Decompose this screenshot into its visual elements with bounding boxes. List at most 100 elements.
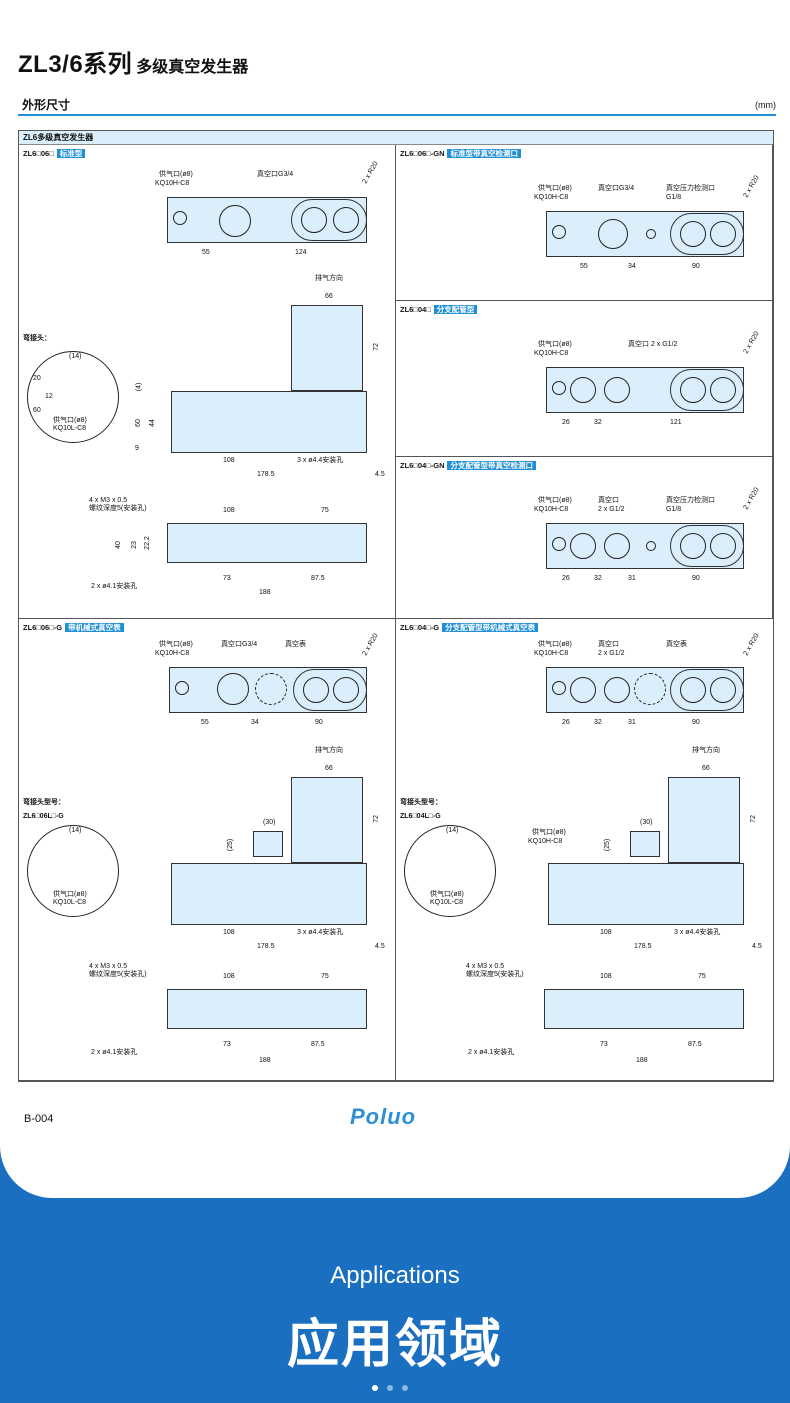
carousel-dot-1[interactable] — [372, 1385, 378, 1391]
bottom-holes-label: 2 x ø4.1安装孔 — [91, 1049, 138, 1056]
type-tag: 分支配管型带机械式真空表 — [442, 623, 539, 632]
mount-holes-label: 3 x ø4.4安装孔 — [297, 457, 344, 464]
brand-logo: Poluo — [350, 1104, 417, 1129]
vacuum-port-circle — [219, 205, 251, 237]
filter-circle-right — [710, 677, 736, 703]
dim-26: 26 — [562, 575, 570, 582]
supply-port-label: 供气口(ø8) — [538, 641, 572, 648]
type-tag: 分支配管型 — [433, 305, 478, 314]
cell-title: ZL6□04□分支配管型 — [400, 304, 478, 315]
dim-60-detail: 60 — [33, 407, 41, 414]
supply-port-circle — [175, 681, 189, 695]
carousel-dot-3[interactable] — [402, 1385, 408, 1391]
filter-circle-left — [680, 677, 706, 703]
dim-34: 34 — [628, 263, 636, 270]
unit-label: (mm) — [755, 100, 776, 110]
fitting-label: KQ10H-C8 — [534, 650, 569, 657]
dim-55: 55 — [580, 263, 588, 270]
detect-port-circle — [646, 229, 656, 239]
silencer-block — [291, 305, 363, 391]
dim-60: 60 — [134, 419, 142, 427]
dim-30: (30) — [640, 819, 653, 826]
screw-depth-label: 螺纹深度5(安装孔) — [89, 505, 147, 512]
vacuum-port-thread: 2 x G1/2 — [598, 506, 625, 513]
bottom-holes-label: 2 x ø4.1安装孔 — [91, 583, 138, 590]
dim-72: 72 — [372, 343, 380, 351]
filter-circle-left — [680, 377, 706, 403]
mount-holes-label: 3 x ø4.4安装孔 — [674, 929, 721, 936]
dim-188: 188 — [259, 1057, 271, 1064]
dim-188: 188 — [636, 1057, 648, 1064]
dim-87-5: 87.5 — [688, 1041, 702, 1048]
bottom-view-body — [167, 989, 367, 1029]
dim-66: 66 — [702, 765, 710, 772]
detect-thread-label: G1/8 — [666, 194, 682, 201]
dim-4-5: 4.5 — [375, 471, 385, 478]
dim-66: 66 — [325, 765, 333, 772]
exhaust-label: 排气方向 — [315, 275, 343, 282]
gauge-circle — [634, 673, 666, 705]
gauge-circle — [255, 673, 287, 705]
carousel-dot-2[interactable] — [387, 1385, 393, 1391]
grid-title: ZL6多级真空发生器 — [19, 131, 773, 145]
dim-25: (25) — [604, 838, 612, 852]
cell-standard: ZL6□06□标准型 供气口(ø8) KQ10H-C8 真空口G3/4 2 x … — [19, 145, 396, 619]
model-code: ZL6□04□ — [400, 305, 431, 314]
dim-90: 90 — [692, 263, 700, 270]
dim-40: 40 — [114, 541, 122, 549]
vacuum-port-circle-2 — [604, 677, 630, 703]
series-subtitle: 多级真空发生器 — [136, 59, 249, 76]
fitting-label: KQ10H-C8 — [534, 506, 569, 513]
elbow-model: ZL6□06L□-G — [23, 813, 64, 820]
type-tag: 标准型 — [56, 149, 86, 158]
dim-22-2: 22.2 — [143, 536, 151, 550]
dim-108-bottom: 108 — [223, 973, 235, 980]
cell-branch: ZL6□04□分支配管型 供气口(ø8) KQ10H-C8 真空口 2 x G1… — [396, 301, 773, 457]
elbow-model-label: 弯接头型号： — [23, 799, 65, 806]
radius-label: 2 x R20 — [361, 632, 380, 657]
dim-32: 32 — [594, 719, 602, 726]
dim-14: (14) — [446, 827, 459, 834]
bottom-holes-label: 2 x ø4.1安装孔 — [468, 1049, 515, 1056]
dim-12: 12 — [45, 393, 53, 400]
supply-port-label: 供气口(ø8) — [538, 497, 572, 504]
supply-port-circle — [552, 225, 566, 239]
vacuum-port-label: 真空口G3/4 — [598, 185, 635, 192]
side-fitting-label: KQ10H-C8 — [528, 838, 563, 845]
dim-121: 121 — [670, 419, 682, 426]
gauge-side-block — [253, 831, 283, 857]
dim-75: 75 — [321, 973, 329, 980]
elbow-fitting-label: KQ10L-C8 — [53, 425, 87, 432]
filter-circle-right — [710, 533, 736, 559]
vacuum-port-circle-2 — [604, 377, 630, 403]
dim-178-5: 178.5 — [257, 471, 275, 478]
vacuum-port-circle-2 — [604, 533, 630, 559]
vacuum-port-label: 真空口G3/4 — [221, 641, 258, 648]
dim-14: (14) — [69, 353, 82, 360]
dim-90: 90 — [315, 719, 323, 726]
filter-circle-right — [710, 377, 736, 403]
screw-depth-label: 螺纹深度5(安装孔) — [89, 971, 147, 978]
elbow-label: 弯接头： — [23, 335, 51, 342]
dim-178-5: 178.5 — [634, 943, 652, 950]
carousel-dots — [372, 1378, 417, 1396]
vacuum-port-circle — [598, 219, 628, 249]
dim-26: 26 — [562, 719, 570, 726]
fitting-label: KQ10H-C8 — [534, 350, 569, 357]
radius-label: 2 x R20 — [742, 486, 761, 511]
dim-87-5: 87.5 — [311, 575, 325, 582]
elbow-fitting-label: KQ10L-C8 — [53, 899, 87, 906]
applications-heading-en: Applications — [330, 1262, 460, 1289]
model-code: ZL6□06□-GN — [400, 149, 445, 158]
filter-circle-right — [333, 677, 359, 703]
type-tag: 分支配管型带真空检测口 — [447, 461, 536, 470]
dim-73: 73 — [600, 1041, 608, 1048]
supply-port-circle — [552, 381, 566, 395]
filter-circle-left — [680, 221, 706, 247]
dim-108-bottom: 108 — [600, 973, 612, 980]
filter-circle-right — [333, 207, 359, 233]
